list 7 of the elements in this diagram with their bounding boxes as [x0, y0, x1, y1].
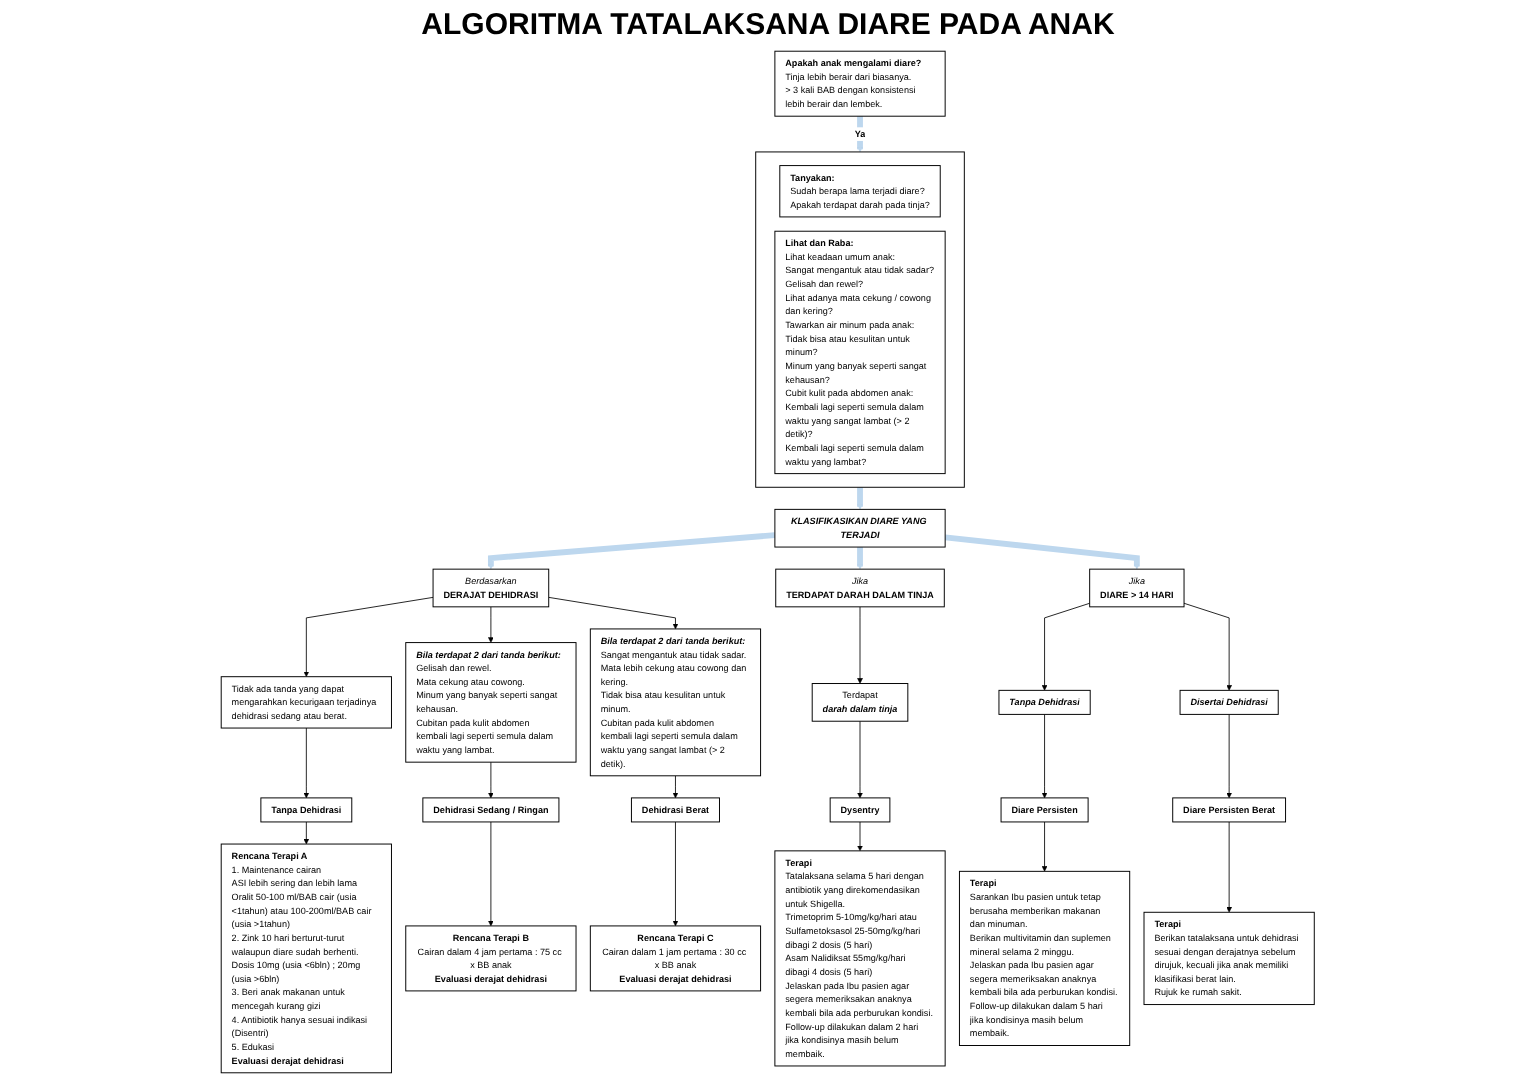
diagram-title: ALGORITMA TATALAKSANA DIARE PADA ANAK — [419, 6, 1117, 46]
arrow — [945, 534, 1141, 570]
arrow — [857, 487, 864, 510]
cluster — [755, 151, 966, 488]
arrow — [857, 116, 864, 153]
arrow — [488, 532, 776, 570]
arrow — [857, 547, 864, 570]
